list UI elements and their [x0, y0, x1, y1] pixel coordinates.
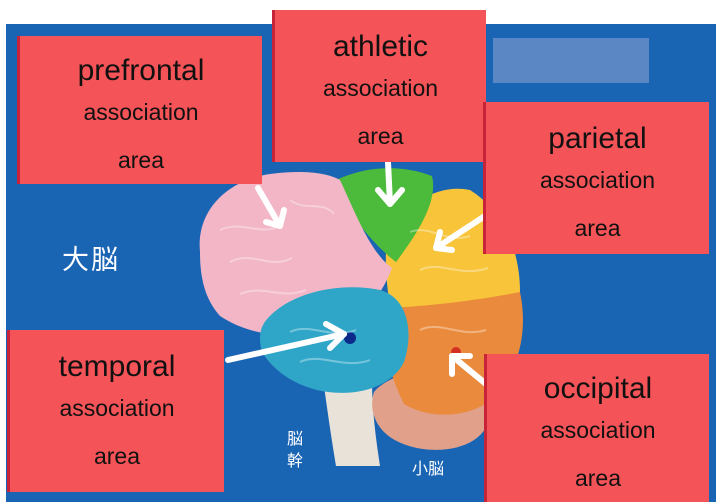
- prefrontal-label-box: prefrontal association area: [20, 36, 262, 184]
- prefrontal-title: prefrontal: [20, 54, 262, 88]
- temporal-line3: area: [10, 432, 224, 480]
- brainstem-label: 脳幹: [286, 428, 304, 472]
- parietal-label-box: parietal association area: [486, 102, 709, 254]
- occipital-line2: association: [487, 406, 709, 454]
- temporal-line2: association: [10, 384, 224, 432]
- athletic-line3: area: [275, 112, 486, 160]
- prefrontal-line3: area: [20, 136, 262, 184]
- parietal-line3: area: [486, 204, 709, 252]
- athletic-line2: association: [275, 64, 486, 112]
- cerebellum-label: 小脳: [412, 455, 444, 479]
- athletic-label-box: athletic association area: [275, 10, 486, 162]
- occipital-label-box: occipital association area: [487, 354, 709, 502]
- parietal-title: parietal: [486, 122, 709, 156]
- temporal-label-box: temporal association area: [10, 330, 224, 492]
- temporal-title: temporal: [10, 350, 224, 384]
- occipital-line3: area: [487, 454, 709, 502]
- prefrontal-line2: association: [20, 88, 262, 136]
- athletic-title: athletic: [275, 30, 486, 64]
- parietal-line2: association: [486, 156, 709, 204]
- occipital-title: occipital: [487, 372, 709, 406]
